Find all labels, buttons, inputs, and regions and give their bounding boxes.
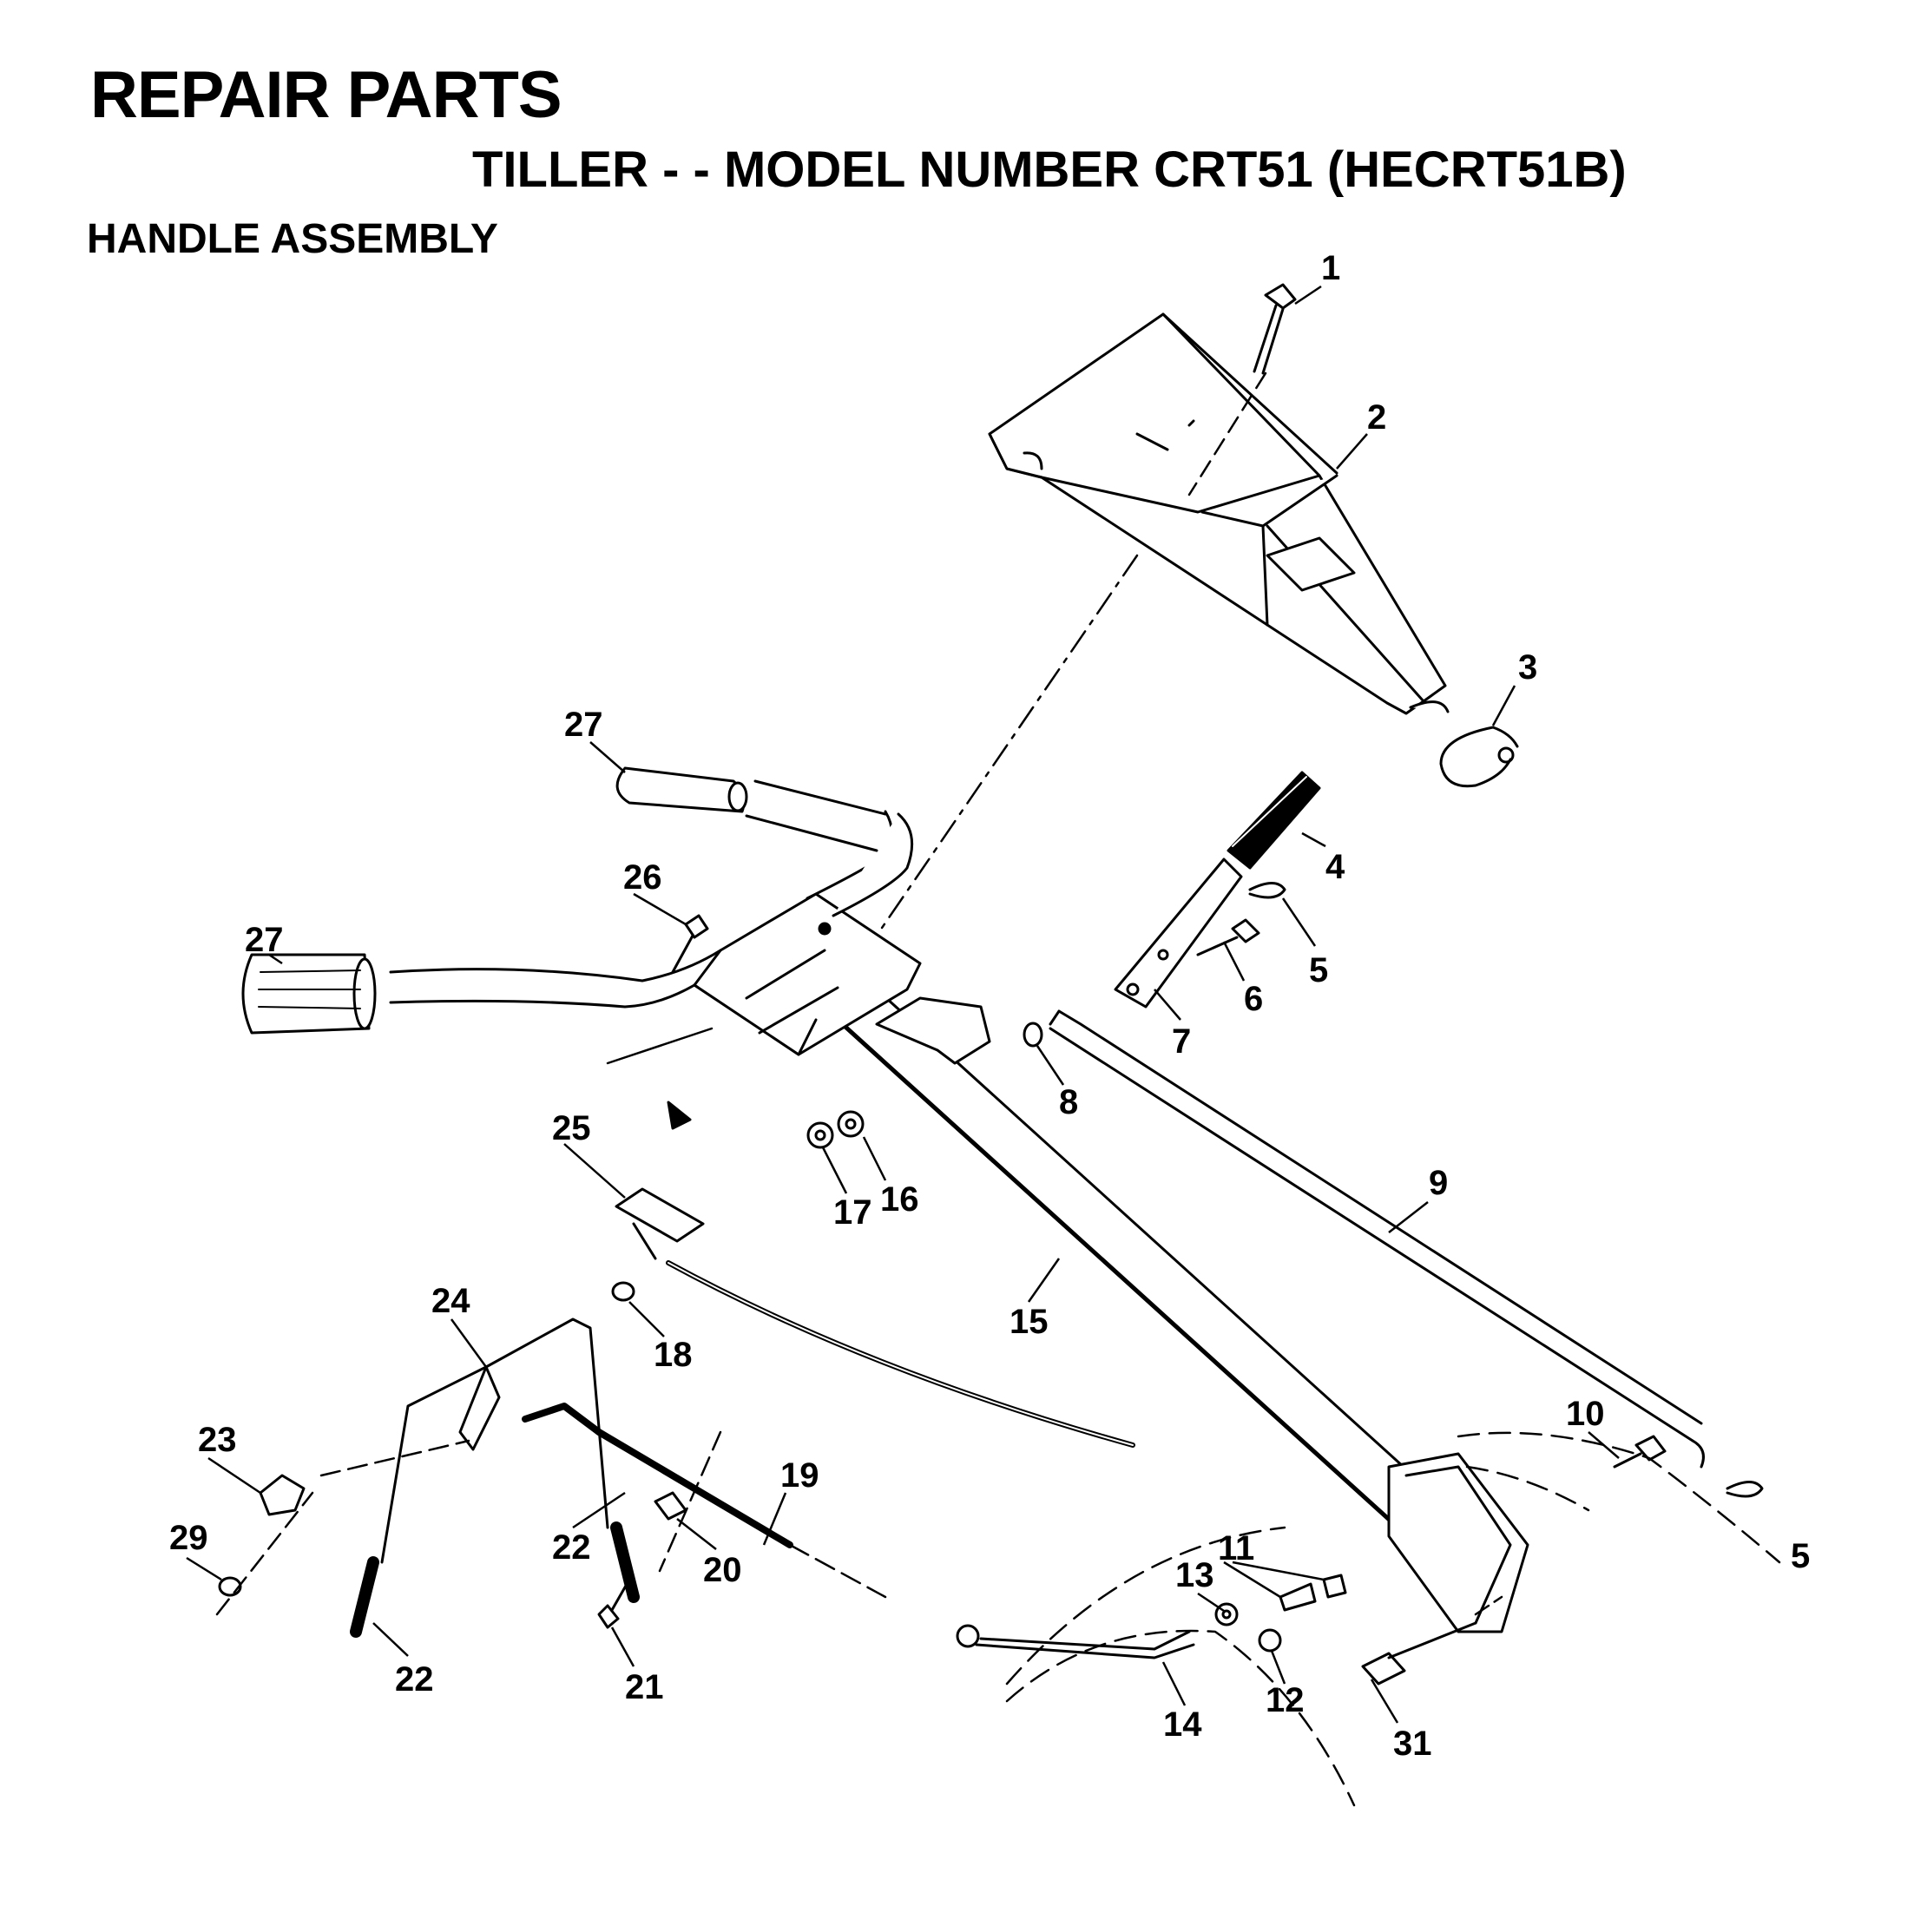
console-cover <box>988 312 1450 715</box>
callout-labels: 1 2 3 4 5 5 6 7 8 9 10 11 12 13 14 15 16… <box>169 249 1810 1763</box>
callout-5-upper: 5 <box>1309 951 1328 989</box>
part-15-handle-tube <box>835 988 1434 1526</box>
callout-12: 12 <box>1266 1681 1305 1719</box>
part-25-bracket <box>615 1101 705 1260</box>
callout-13: 13 <box>1175 1556 1214 1594</box>
part-26-bolt <box>671 914 709 974</box>
part-31-bolt <box>1361 1621 1477 1686</box>
callout-7: 7 <box>1172 1022 1191 1061</box>
callout-23: 23 <box>198 1421 237 1459</box>
callout-15: 15 <box>1010 1303 1049 1341</box>
part-22-handles <box>350 1521 640 1638</box>
callout-10: 10 <box>1566 1395 1605 1433</box>
page-title: REPAIR PARTS <box>90 58 562 132</box>
callout-2: 2 <box>1367 398 1386 437</box>
callout-16: 16 <box>880 1180 919 1219</box>
part-5-hairpin-lower <box>1726 1481 1764 1498</box>
callout-24: 24 <box>431 1282 470 1320</box>
part-14-lever <box>956 1624 1195 1659</box>
model-subtitle: TILLER - - MODEL NUMBER CRT51 (HECRT51B) <box>472 141 1627 198</box>
part-10-bolt <box>1613 1435 1667 1469</box>
part-5-hairpin-upper <box>1248 882 1286 899</box>
callout-4: 4 <box>1325 848 1345 886</box>
callout-22-upper: 22 <box>552 1528 591 1567</box>
callout-18: 18 <box>654 1336 693 1374</box>
part-16-17-washers <box>806 1110 865 1149</box>
part-20-clip <box>654 1491 687 1521</box>
callout-8: 8 <box>1059 1083 1078 1121</box>
callout-17: 17 <box>833 1193 872 1232</box>
part-8-nut <box>1023 1022 1043 1048</box>
part-11-key <box>1279 1574 1347 1612</box>
part-24-bail <box>380 1318 609 1564</box>
handlebar <box>389 779 914 1009</box>
callout-20: 20 <box>703 1551 742 1589</box>
part-29-nut <box>218 1576 242 1597</box>
callout-29: 29 <box>169 1519 208 1557</box>
section-heading: HANDLE ASSEMBLY <box>87 216 498 262</box>
part-7-lever <box>1114 858 1243 1009</box>
callout-22-lower: 22 <box>395 1660 434 1699</box>
part-9-shift-rod <box>1049 1009 1705 1469</box>
part-21-bolt <box>597 1578 631 1629</box>
leader-lines <box>186 285 1620 1724</box>
callout-26: 26 <box>623 858 662 897</box>
callout-25: 25 <box>552 1109 591 1147</box>
part-27-lower-grip <box>241 953 377 1035</box>
callout-6: 6 <box>1244 980 1263 1018</box>
callout-14: 14 <box>1163 1705 1202 1744</box>
callout-27-lower: 27 <box>245 921 284 959</box>
callout-3: 3 <box>1518 648 1537 687</box>
callout-31: 31 <box>1393 1725 1432 1763</box>
part-6-bolt <box>1196 918 1260 956</box>
part-3-ring-clip <box>1439 726 1519 788</box>
part-18-nut <box>611 1281 635 1302</box>
part-19-cable <box>522 1403 793 1548</box>
callout-9: 9 <box>1429 1164 1448 1202</box>
callout-19: 19 <box>780 1456 819 1495</box>
part-1-screw <box>1253 283 1297 375</box>
part-27-upper-grip <box>615 766 748 813</box>
handlebar-bracket <box>693 892 991 1065</box>
part-23-clamp <box>259 1474 306 1516</box>
callout-21: 21 <box>625 1668 664 1706</box>
callout-27-upper: 27 <box>564 706 603 744</box>
part-13-washer <box>1214 1602 1239 1626</box>
callout-11: 11 <box>1218 1529 1254 1567</box>
handle-mount-plate <box>1387 1452 1529 1633</box>
callout-5-lower: 5 <box>1791 1537 1810 1575</box>
callout-1: 1 <box>1321 249 1340 287</box>
part-4-lever-grip <box>1227 771 1321 870</box>
part-12-nut <box>1258 1628 1282 1653</box>
